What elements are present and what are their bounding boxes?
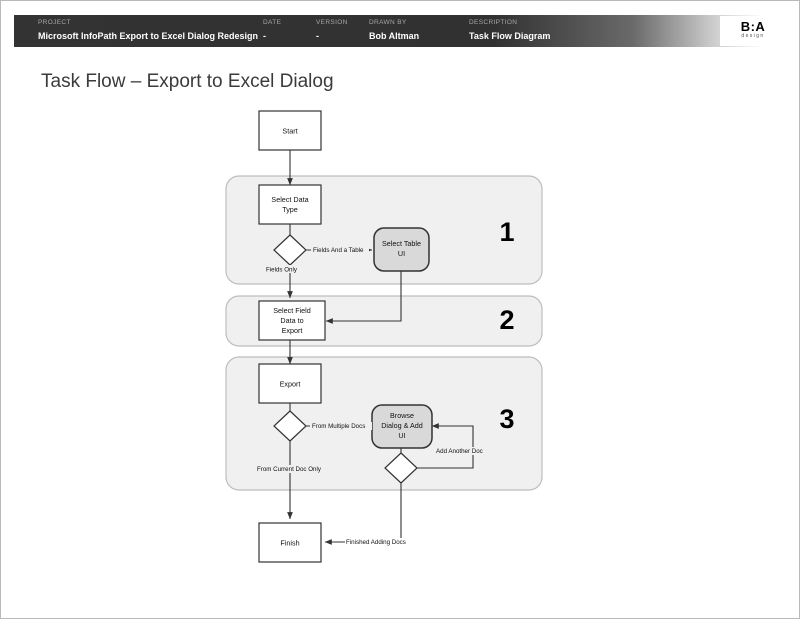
- header-value-drawn-by: Bob Altman: [369, 31, 420, 41]
- node-select-field-data-to-export[interactable]: Select Field Data to Export: [258, 300, 326, 341]
- node-export-label: Export: [280, 379, 301, 388]
- logo-subtitle-text: design: [741, 33, 765, 39]
- title-block-header: PROJECT Microsoft InfoPath Export to Exc…: [14, 15, 788, 47]
- node-select-data-type-label-line1: Select Data: [271, 195, 308, 204]
- header-label-version: VERSION: [316, 19, 348, 26]
- edge-finished-adding-docs: [324, 483, 402, 545]
- node-browse-label-line3: UI: [398, 431, 405, 440]
- header-value-project: Microsoft InfoPath Export to Excel Dialo…: [38, 31, 259, 41]
- decision-add-another-doc[interactable]: [384, 452, 418, 484]
- edge-label-add-another-doc: Add Another Doc: [436, 448, 483, 455]
- node-start[interactable]: Start: [258, 110, 322, 151]
- node-browse-label-line2: Dialog & Add: [381, 421, 423, 430]
- node-export[interactable]: Export: [258, 363, 322, 404]
- node-select-table-ui-label-line1: Select Table: [382, 239, 421, 248]
- brand-logo: B:A design: [720, 16, 786, 46]
- node-select-table-ui[interactable]: Select Table UI: [373, 227, 430, 272]
- header-value-date: -: [263, 31, 266, 41]
- header-label-drawn-by: DRAWN BY: [369, 19, 407, 26]
- edge-label-finished-adding-docs: Finished Adding Docs: [346, 539, 406, 546]
- edge-label-from-current-doc-only: From Current Doc Only: [257, 466, 322, 473]
- header-label-date: DATE: [263, 19, 282, 26]
- node-browse-dialog-add-ui[interactable]: Browse Dialog & Add UI: [371, 404, 433, 449]
- edge-select-table-to-select-field: [325, 271, 402, 324]
- edge-label-layer: Fields And a Table Fields Only From Mult…: [256, 246, 493, 546]
- node-select-data-type[interactable]: Select Data Type: [258, 184, 322, 225]
- node-select-data-type-label-line2: Type: [282, 205, 298, 214]
- header-value-description: Task Flow Diagram: [469, 31, 551, 41]
- edge-label-fields-only: Fields Only: [266, 267, 298, 274]
- group-number-2: 2: [499, 305, 514, 335]
- node-select-field-label-line3: Export: [282, 326, 303, 335]
- logo-mark-text: B:A: [740, 19, 766, 34]
- node-select-table-ui-label-line2: UI: [398, 249, 405, 258]
- header-label-description: DESCRIPTION: [469, 19, 518, 26]
- node-start-label: Start: [282, 126, 297, 135]
- group-number-1: 1: [499, 217, 514, 247]
- group-number-3: 3: [499, 404, 514, 434]
- node-select-field-label-line1: Select Field: [273, 306, 311, 315]
- decision-export-source[interactable]: [273, 410, 307, 442]
- edge-label-from-multiple-docs: From Multiple Docs: [312, 423, 365, 430]
- node-browse-label-line1: Browse: [390, 411, 414, 420]
- header-label-project: PROJECT: [38, 19, 71, 26]
- edge-label-fields-and-a-table: Fields And a Table: [313, 247, 364, 254]
- node-finish-label: Finish: [280, 538, 299, 547]
- node-select-field-label-line2: Data to: [280, 316, 303, 325]
- page-title: Task Flow – Export to Excel Dialog: [41, 71, 334, 92]
- header-value-version: -: [316, 31, 319, 41]
- node-finish[interactable]: Finish: [258, 522, 322, 563]
